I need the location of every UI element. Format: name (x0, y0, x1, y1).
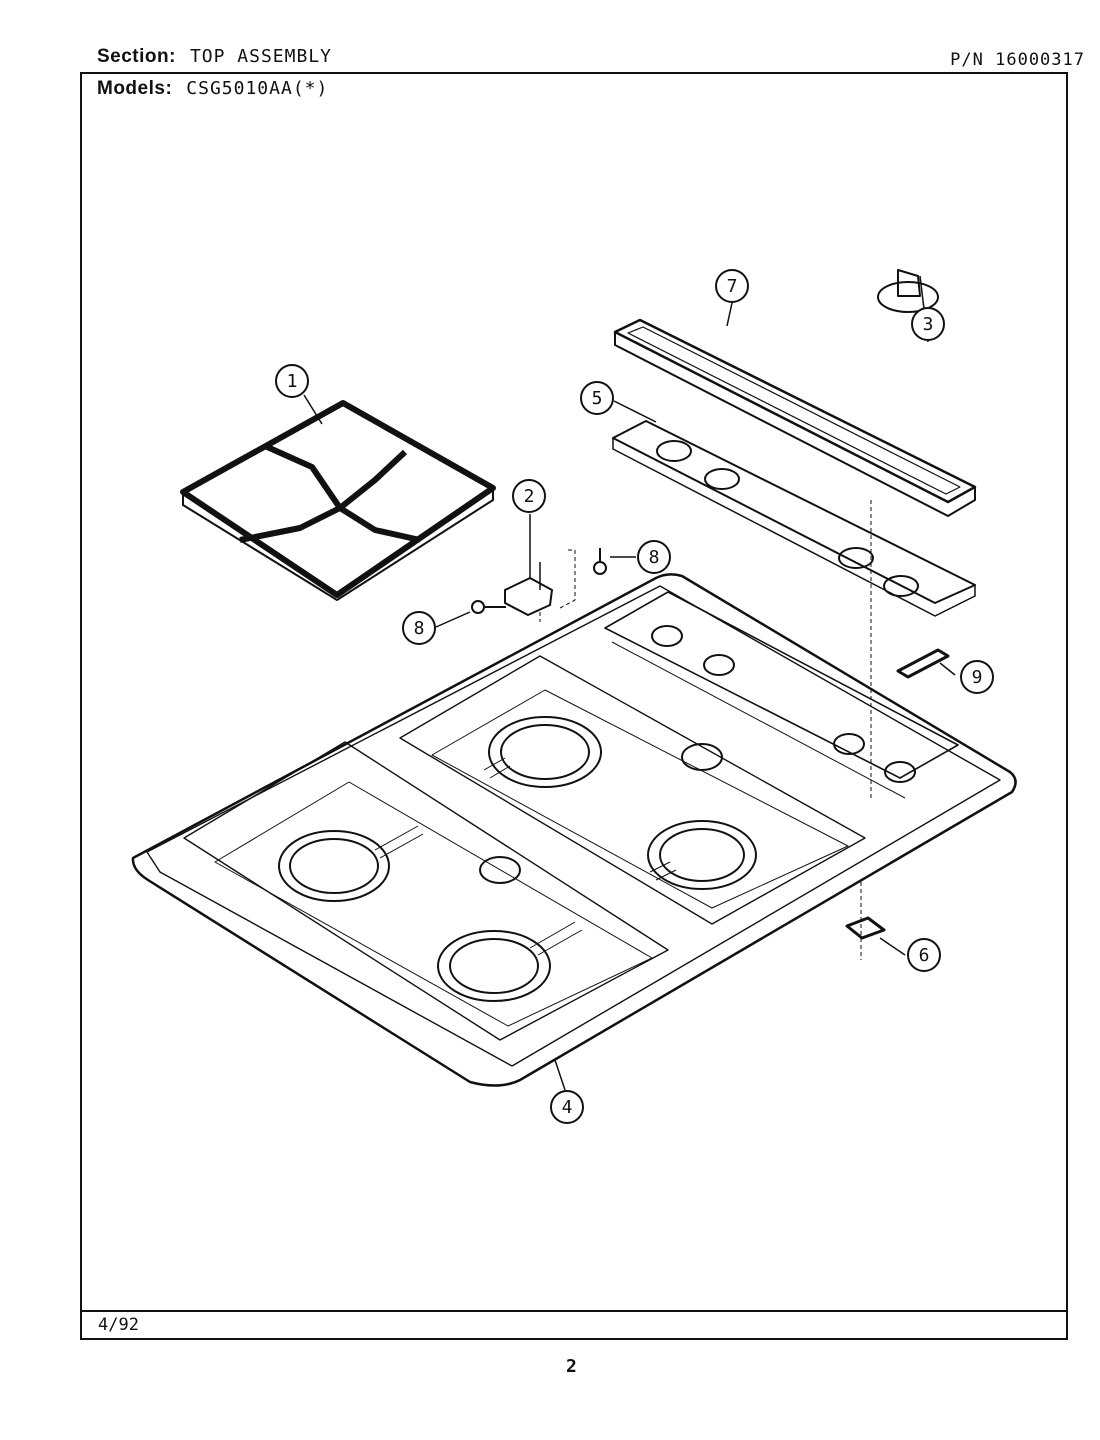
callout-3-label: 3 (923, 314, 934, 335)
callout-8-right-label: 8 (649, 547, 660, 568)
callout-8-left: 8 (402, 611, 436, 645)
models-label: Models: (97, 78, 173, 99)
models-header: Models: CSG5010AA(*) (97, 78, 328, 100)
callout-5: 5 (580, 381, 614, 415)
callout-6: 6 (907, 938, 941, 972)
callout-1: 1 (275, 364, 309, 398)
bracket-part (896, 648, 950, 679)
assembly-guide-lines (539, 500, 872, 960)
screw-right-part (593, 548, 607, 575)
callout-1-label: 1 (287, 371, 298, 392)
section-label: Section: (97, 46, 176, 67)
knob-part (877, 269, 939, 313)
screw-left-part (471, 600, 506, 614)
callout-3: 3 (911, 307, 945, 341)
callout-9: 9 (960, 660, 994, 694)
callout-9-label: 9 (972, 667, 983, 688)
date-row: 4/92 (80, 1310, 1068, 1340)
callout-4-label: 4 (562, 1097, 573, 1118)
section-value: TOP ASSEMBLY (189, 46, 332, 67)
callout-7-label: 7 (727, 276, 738, 297)
callout-5-label: 5 (592, 388, 603, 409)
page-number: 2 (566, 1356, 577, 1377)
callout-leader-lines (303, 275, 956, 1091)
hinge-part (504, 562, 553, 616)
callout-4: 4 (550, 1090, 584, 1124)
part-number: P/N 16000317 (950, 50, 1085, 70)
callout-7: 7 (715, 269, 749, 303)
revision-date: 4/92 (98, 1315, 139, 1335)
diagram-frame (80, 72, 1068, 1340)
callout-6-label: 6 (919, 945, 930, 966)
section-header: Section: TOP ASSEMBLY (97, 46, 332, 68)
models-value: CSG5010AA(*) (186, 78, 329, 99)
cooktop-part (131, 573, 1017, 1087)
control-panel-part (612, 420, 976, 617)
clip-part (845, 916, 886, 940)
callout-2: 2 (512, 479, 546, 513)
callout-8-left-label: 8 (414, 618, 425, 639)
callout-2-label: 2 (524, 486, 535, 507)
callout-8-right: 8 (637, 540, 671, 574)
trim-frame-part (613, 318, 977, 517)
burner-grate-part (180, 400, 496, 601)
